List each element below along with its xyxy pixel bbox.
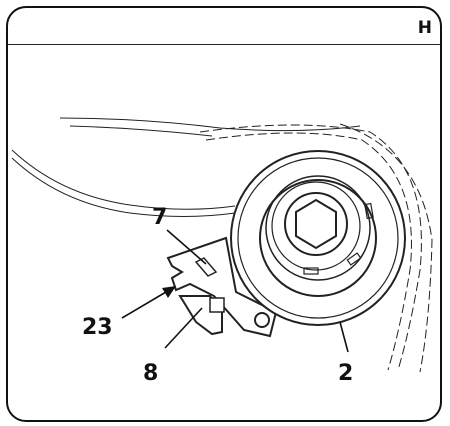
bracket-bolt-hole — [254, 312, 270, 328]
section-label: H — [417, 18, 432, 38]
leader-8 — [164, 307, 203, 349]
leader-23 — [121, 291, 167, 319]
tensioner-bracket — [166, 236, 278, 338]
pulley-rim — [237, 157, 399, 319]
pulley-tab-2 — [346, 252, 362, 266]
pulley-tab-1 — [364, 202, 374, 220]
engine-contour-4 — [11, 157, 236, 217]
pulley-face — [259, 179, 377, 297]
callout-23: 23 — [82, 315, 113, 340]
leader-2 — [339, 321, 349, 353]
callout-8: 8 — [143, 361, 158, 386]
belt-dashed-2 — [205, 132, 412, 371]
callout-2: 2 — [338, 361, 353, 386]
engine-contour-2 — [69, 125, 213, 137]
hex-bolt — [295, 198, 337, 250]
arrowhead-23 — [162, 286, 176, 298]
belt-dashed-3 — [339, 123, 433, 373]
engine-contour — [59, 117, 361, 132]
pulley-bore — [284, 192, 348, 256]
lever-slot — [209, 297, 225, 313]
pulley-tab-3 — [303, 267, 319, 275]
leader-7 — [166, 229, 207, 265]
header-bar: H — [8, 8, 440, 45]
engine-contour-3 — [11, 149, 236, 210]
pulley-hub-inner — [271, 181, 361, 271]
pulley-hub — [265, 175, 371, 281]
callout-7: 7 — [152, 205, 167, 230]
